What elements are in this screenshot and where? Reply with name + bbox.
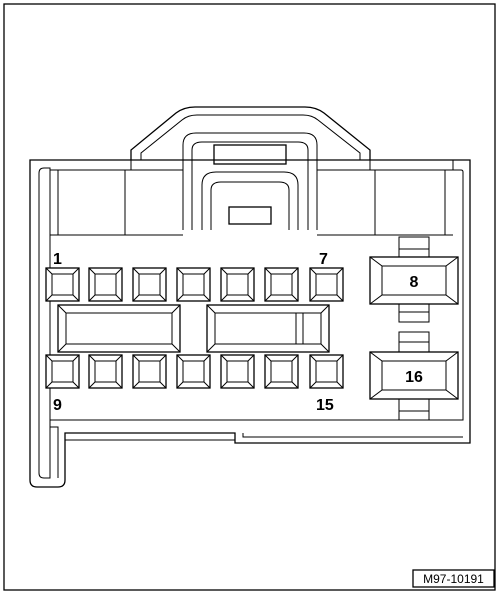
pin-label-8: 8 xyxy=(410,274,419,291)
pin-label-7: 7 xyxy=(319,251,328,268)
pin-row-top xyxy=(45,267,344,302)
reference-code: M97-10191 xyxy=(423,572,484,586)
pin-13 xyxy=(220,354,255,389)
connector-housing xyxy=(29,159,471,488)
pin-1 xyxy=(45,267,80,302)
reference-code-box: M97-10191 xyxy=(412,569,495,588)
latch-window xyxy=(213,144,287,165)
pin-12 xyxy=(176,354,211,389)
page-frame xyxy=(3,3,496,591)
pin-14 xyxy=(264,354,299,389)
pin-7 xyxy=(309,267,344,302)
pin-15 xyxy=(309,354,344,389)
latch-slot xyxy=(228,206,272,225)
pin-3 xyxy=(132,267,167,302)
pin-label-9: 9 xyxy=(53,397,62,414)
pin-label-15: 15 xyxy=(316,397,334,414)
wide-slot-left xyxy=(57,304,181,353)
pin-2 xyxy=(88,267,123,302)
pin-9 xyxy=(45,354,80,389)
pin-label-16: 16 xyxy=(405,369,423,386)
wide-slot-right xyxy=(206,304,330,353)
pin-row-bottom xyxy=(45,354,344,389)
pin-8 xyxy=(369,256,459,305)
pin-5 xyxy=(220,267,255,302)
pin-11 xyxy=(132,354,167,389)
pin-16 xyxy=(369,351,459,400)
connector-latch xyxy=(130,106,371,230)
pin-6 xyxy=(264,267,299,302)
pin-10 xyxy=(88,354,123,389)
pin-label-1: 1 xyxy=(53,251,62,268)
pin-4 xyxy=(176,267,211,302)
